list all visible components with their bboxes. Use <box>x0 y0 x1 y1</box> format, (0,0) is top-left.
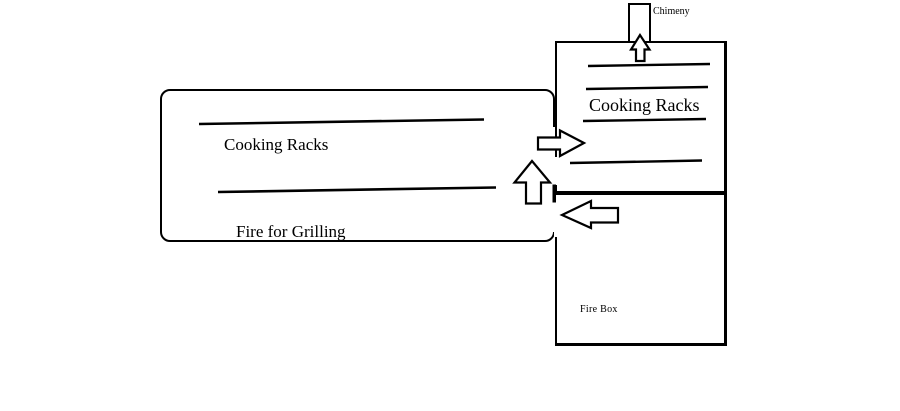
rack-line <box>585 85 709 91</box>
rack-line <box>582 117 707 123</box>
chimney-stack <box>628 3 651 41</box>
up-arrow-at-chamber-outlet-icon <box>512 159 553 205</box>
fire-box-air-inlet-opening <box>554 195 559 237</box>
fire-box-label: Fire Box <box>580 304 618 315</box>
rack-line <box>587 62 711 68</box>
chimney-label: Chimeny <box>653 6 690 17</box>
main-chamber-racks-label: Cooking Racks <box>224 135 329 154</box>
smoke-chamber-racks-label: Cooking Racks <box>589 95 700 115</box>
rack-line <box>198 118 485 126</box>
right-arrow-into-smoke-chamber-icon <box>536 128 587 158</box>
fire-box <box>555 194 727 346</box>
chamber-firebox-divider <box>555 190 727 195</box>
divider-end-cap <box>552 184 556 203</box>
fire-for-grilling-label: Fire for Grilling <box>236 222 346 241</box>
left-arrow-air-inlet-icon <box>559 199 620 230</box>
up-arrow-into-chimney-icon <box>629 32 652 63</box>
smoke-chamber-left-opening <box>554 157 559 185</box>
rack-line <box>217 186 497 194</box>
rack-line <box>569 159 703 165</box>
